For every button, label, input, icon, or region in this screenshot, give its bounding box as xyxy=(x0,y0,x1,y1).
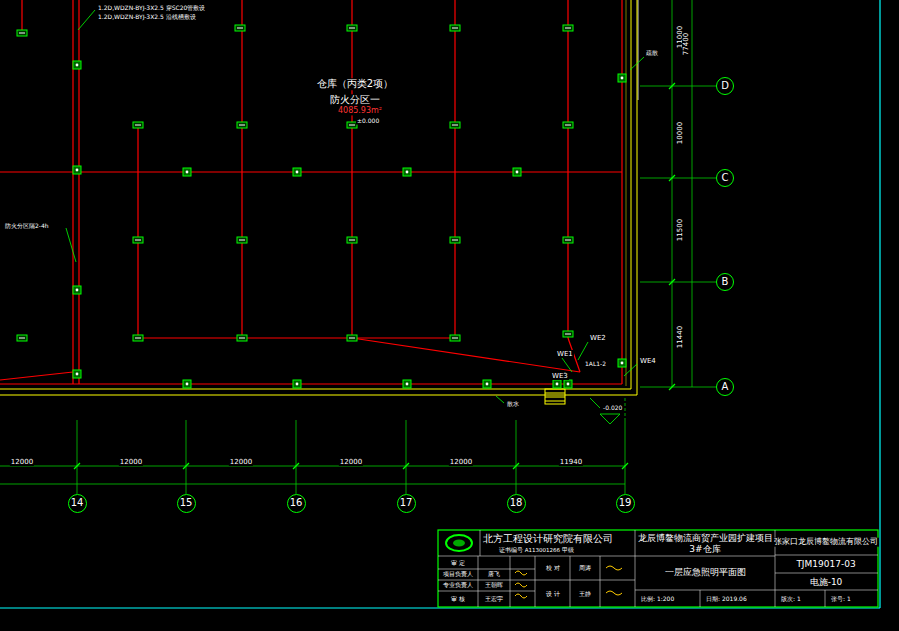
axis-bubble: 17 xyxy=(397,494,416,513)
axis-bubble: 16 xyxy=(287,494,306,513)
plan-label: 3#仓库 xyxy=(688,544,721,554)
plan-label: 12000 xyxy=(119,458,143,466)
plan-label: 77400 xyxy=(682,32,690,56)
plan-label: 防火分区一 xyxy=(329,94,381,106)
plan-label: 版次: 1 xyxy=(780,596,802,603)
plan-label: ±0.000 xyxy=(356,118,380,125)
plan-label: 张家口龙辰博鳌物流有限公司 xyxy=(773,538,879,547)
axis-bubble: 19 xyxy=(616,494,635,513)
plan-label: WE3 xyxy=(551,372,569,380)
plan-label: 防火分区隔2-4h xyxy=(4,223,50,230)
plan-label: 4085.93m² xyxy=(337,106,383,115)
axis-bubble: B xyxy=(716,273,734,291)
plan-label: 龙辰博鳌物流商贸产业园扩建项目 xyxy=(637,533,774,543)
axis-bubble: 18 xyxy=(507,494,526,513)
plan-label: 11440 xyxy=(676,325,684,349)
plan-label: 1AL1-2 xyxy=(584,361,607,368)
axis-number: D xyxy=(721,81,729,91)
plan-label: 12000 xyxy=(339,458,363,466)
plan-label: -0.020 xyxy=(602,405,623,412)
plan-label: WE2 xyxy=(589,334,607,342)
plan-label: 12000 xyxy=(449,458,473,466)
plan-label: 1.2D,WDZN-BYJ-3X2.5 沿线槽敷设 xyxy=(97,14,197,21)
plan-label: 散水 xyxy=(506,401,520,408)
plan-label: 王朝晖 xyxy=(484,582,504,589)
plan-label: 11500 xyxy=(676,218,684,242)
plan-label: 疏散 xyxy=(645,50,659,57)
plan-label: 设 计 xyxy=(545,591,561,598)
plan-label: 项目负责人 xyxy=(442,571,474,578)
axis-number: 15 xyxy=(180,498,193,508)
axis-number: A xyxy=(722,382,729,392)
axis-number: 18 xyxy=(510,498,523,508)
axis-number: 19 xyxy=(619,498,632,508)
plan-label: 10000 xyxy=(676,121,684,145)
plan-label: 证书编号 A113001266 甲级 xyxy=(498,547,575,553)
plan-label: 11940 xyxy=(559,458,583,466)
plan-label: WE1 xyxy=(556,350,574,358)
plan-label: 1.2D,WDZN-BYJ-3X2.5 穿SC20管敷设 xyxy=(97,5,206,12)
axis-bubble: C xyxy=(716,169,734,187)
plan-label: 审 定 xyxy=(450,560,466,567)
axis-bubble: 14 xyxy=(68,494,87,513)
plan-label: 仓库（丙类2项） xyxy=(316,78,394,90)
plan-label: 日期: 2019.06 xyxy=(705,596,748,603)
plan-label: 电施-10 xyxy=(809,577,844,587)
plan-label: 专业负责人 xyxy=(442,582,474,589)
plan-label: 唐飞 xyxy=(487,571,501,578)
plan-label: 审 核 xyxy=(450,596,466,603)
plan-label: 比例: 1:200 xyxy=(640,596,675,603)
axis-bubble: 15 xyxy=(177,494,196,513)
plan-label: 12000 xyxy=(229,458,253,466)
plan-label: TJM19017-03 xyxy=(795,559,856,569)
plan-label: 张号: 1 xyxy=(830,596,852,603)
plan-label: 周涛 xyxy=(578,565,592,572)
axis-number: B xyxy=(722,277,729,287)
axis-number: 16 xyxy=(290,498,303,508)
axis-number: 17 xyxy=(400,498,413,508)
plan-label: WE4 xyxy=(639,357,657,365)
plan-label: 王静 xyxy=(578,591,592,598)
drawing-title: 一层应急照明平面图 xyxy=(664,567,747,577)
axis-bubble: A xyxy=(716,378,734,396)
axis-bubble: D xyxy=(716,77,734,95)
plan-label: 12000 xyxy=(10,458,34,466)
axis-number: 14 xyxy=(71,498,84,508)
plan-label: 王宏宇 xyxy=(484,596,504,603)
plan-label: 校 对 xyxy=(545,565,561,572)
plan-label: 北方工程设计研究院有限公司 xyxy=(482,533,614,545)
axis-number: C xyxy=(722,173,729,183)
